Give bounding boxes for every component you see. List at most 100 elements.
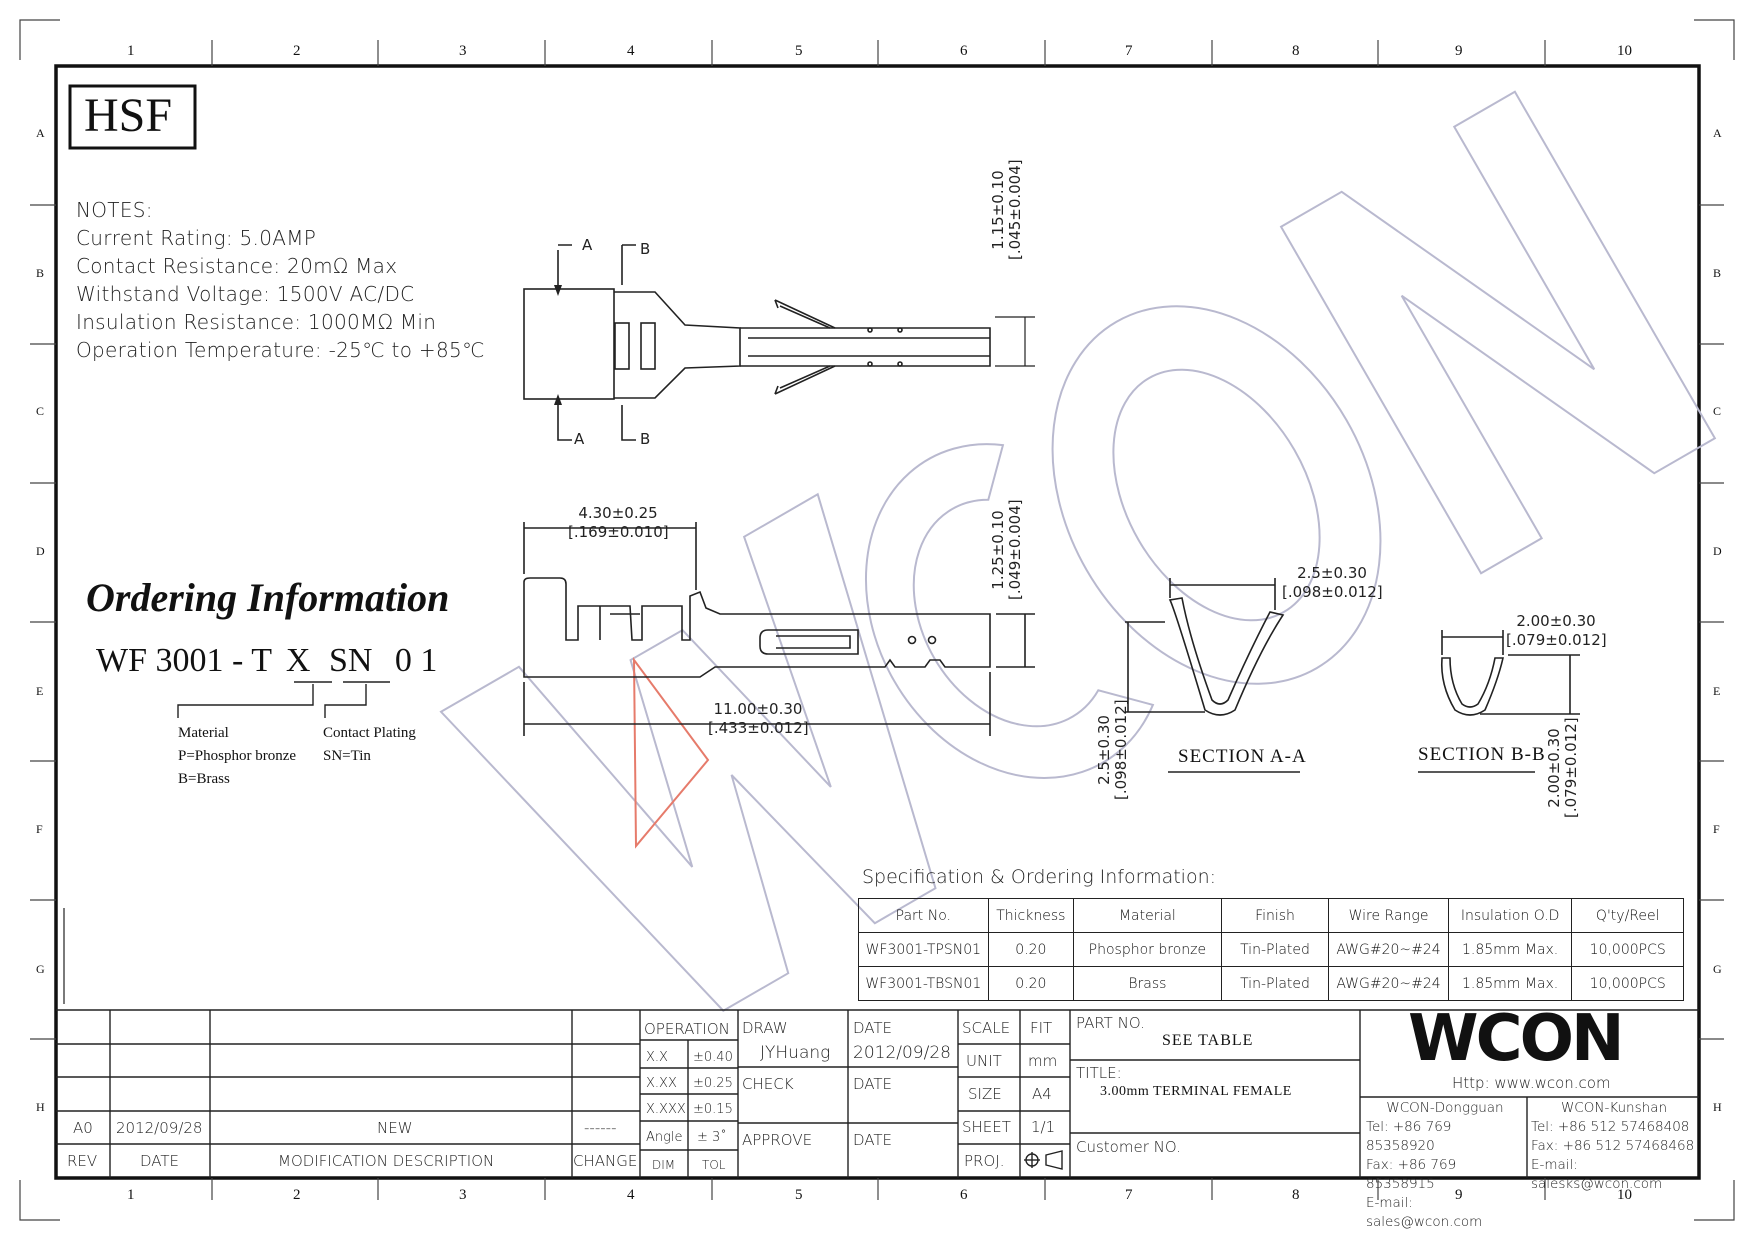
col-label: 2: [293, 43, 301, 59]
col-label: 5: [795, 1187, 803, 1203]
col-label: 9: [1455, 1187, 1463, 1203]
table-cell: 1.85mm Max.: [1447, 966, 1573, 1001]
unit-label: UNIT: [966, 1052, 1002, 1070]
drawer-name: JYHuang: [760, 1043, 831, 1063]
tol-value: ±0.40: [693, 1050, 733, 1065]
table-cell: Tin-Plated: [1220, 966, 1330, 1001]
dim-label: DIM: [652, 1158, 676, 1172]
tol-key: X.XXX: [646, 1102, 686, 1117]
table-cell: Brass: [1073, 966, 1222, 1001]
size-label: SIZE: [968, 1085, 1002, 1103]
row-label: C: [36, 404, 45, 418]
col-label: 7: [1125, 1187, 1133, 1203]
change-label: CHANGE: [573, 1152, 638, 1170]
row-label: H: [36, 1100, 45, 1114]
col-label: 4: [627, 43, 635, 59]
tol-label: TOL: [702, 1158, 726, 1172]
column-header: Q'ty/Reel: [1571, 898, 1684, 933]
approve-date-label: DATE: [853, 1131, 893, 1149]
tol-key: Angle: [646, 1130, 683, 1145]
section-mark-b: B: [640, 240, 651, 258]
section-a-label: SECTION A-A: [1178, 746, 1307, 767]
table-cell: 0.20: [987, 966, 1075, 1001]
tol-value: ±0.25: [693, 1076, 733, 1091]
dim-in: [.079±0.012]: [1562, 717, 1580, 818]
size-value: A4: [1032, 1085, 1052, 1103]
section-b-label: SECTION B-B: [1418, 744, 1546, 765]
draw-label: DRAW: [742, 1019, 788, 1037]
top-view-drawing: [523, 244, 991, 441]
rev-date-value: 2012/09/28: [116, 1119, 203, 1137]
section-mark-b: B: [640, 430, 651, 448]
dim-mm: 2.5±0.30: [1297, 564, 1367, 582]
material-option: B=Brass: [178, 771, 230, 787]
wcon-watermark: [439, 90, 1717, 1012]
tol-value: ± 3˚: [697, 1130, 727, 1145]
note-line: Withstand Voltage: 1500V AC/DC: [76, 282, 415, 306]
row-label: A: [36, 126, 45, 140]
column-header: Material: [1073, 898, 1222, 933]
office-name: WCON-Dongguan: [1386, 1100, 1504, 1116]
approve-label: APPROVE: [742, 1131, 813, 1149]
check-label: CHECK: [742, 1075, 794, 1093]
row-label: G: [1713, 962, 1722, 976]
section-a-drawing: [1125, 578, 1300, 773]
dim-in: [.433±0.012]: [708, 719, 809, 737]
ordering-code: WF 3001 - T X SN 0 1: [96, 642, 437, 680]
title-label: TITLE:: [1076, 1064, 1122, 1082]
table-cell: 10,000PCS: [1571, 966, 1684, 1001]
dim-mm: 2.00±0.30: [1545, 728, 1563, 808]
material-option: P=Phosphor bronze: [178, 748, 297, 764]
table-cell: 10,000PCS: [1571, 932, 1684, 967]
spec-table-title: Specification & Ordering Information:: [862, 866, 1217, 888]
tol-key: X.X: [646, 1050, 668, 1065]
website-link[interactable]: Http: www.wcon.com: [1452, 1074, 1611, 1092]
table-cell: AWG#20~#24: [1328, 966, 1449, 1001]
dim-sec-a-height: 2.5±0.30 [.098±0.012]: [1095, 699, 1130, 800]
sheet-value: 1/1: [1031, 1118, 1056, 1136]
office-fax: Fax: +86 512 57468468: [1531, 1138, 1695, 1154]
col-label: 10: [1617, 1187, 1632, 1203]
dim-in: [.169±0.010]: [568, 523, 669, 541]
date-label: DATE: [140, 1152, 180, 1170]
dim-sec-a-width: 2.5±0.30 [.098±0.012]: [1282, 564, 1383, 602]
dim-sec-b-width: 2.00±0.30 [.079±0.012]: [1506, 612, 1607, 650]
row-label: F: [1713, 822, 1720, 836]
table-cell: WF3001-TPSN01: [858, 932, 989, 967]
table-row: WF3001-TPSN01 0.20 Phosphor bronze Tin-P…: [858, 932, 1684, 967]
office-email[interactable]: E-mail: sales@wcon.com: [1366, 1195, 1483, 1230]
projection-label: PROJ.: [964, 1152, 1005, 1170]
col-label: 9: [1455, 43, 1463, 59]
row-label: C: [1713, 404, 1722, 418]
code-prefix: WF 3001 - T: [96, 642, 272, 679]
dim-length-total: 11.00±0.30 [.433±0.012]: [708, 700, 809, 738]
dim-mm: 1.25±0.10: [989, 510, 1007, 590]
office-email[interactable]: E-mail: salesks@wcon.com: [1531, 1157, 1663, 1192]
table-cell: Tin-Plated: [1220, 932, 1330, 967]
col-label: 2: [293, 1187, 301, 1203]
modification-label: MODIFICATION DESCRIPTION: [278, 1152, 495, 1170]
col-label: 1: [127, 43, 135, 59]
row-label: A: [1713, 126, 1722, 140]
dim-top-height: 1.15±0.10 [.045±0.004]: [989, 159, 1024, 260]
col-label: 5: [795, 43, 803, 59]
modification-value: NEW: [377, 1119, 413, 1137]
material-label: Material: [178, 725, 229, 741]
part-no-label: PART NO.: [1076, 1014, 1145, 1032]
kunshan-contact: WCON-Kunshan Tel: +86 512 57468408 Fax: …: [1531, 1099, 1697, 1194]
side-view-drawing: [523, 522, 1035, 736]
projection-symbol-icon: [1022, 1150, 1066, 1170]
table-cell: 0.20: [987, 932, 1075, 967]
row-label: H: [1713, 1100, 1722, 1114]
dim-mm: 1.15±0.10: [989, 170, 1007, 250]
table-cell: Phosphor bronze: [1073, 932, 1222, 967]
note-line: Operation Temperature: -25℃ to +85℃: [76, 338, 485, 362]
tol-value: ±0.15: [693, 1102, 733, 1117]
draw-date-label: DATE: [853, 1019, 893, 1037]
office-tel: Tel: +86 512 57468408: [1531, 1119, 1690, 1135]
dim-mm: 4.30±0.25: [578, 504, 658, 522]
check-date-label: DATE: [853, 1075, 893, 1093]
col-label: 8: [1292, 43, 1300, 59]
column-header: Wire Range: [1328, 898, 1449, 933]
